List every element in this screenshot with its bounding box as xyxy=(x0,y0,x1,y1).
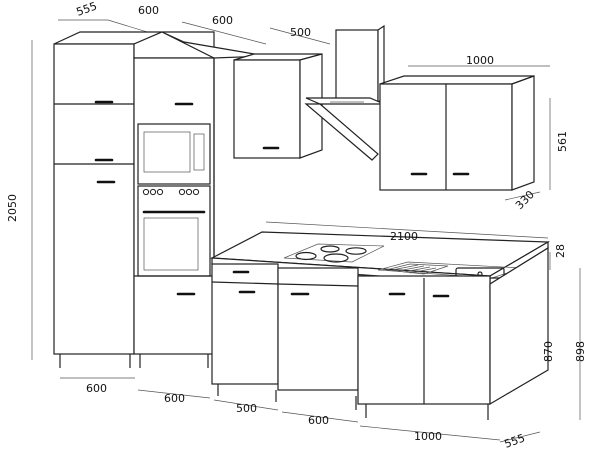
oven xyxy=(137,185,211,277)
dim-bottom-width-3: 500 xyxy=(236,402,257,415)
wall-cabinet-right xyxy=(379,75,535,191)
oven-knobs xyxy=(142,188,200,196)
dim-bottom-width-1: 600 xyxy=(86,382,107,395)
oven-tall-cabinet xyxy=(133,31,267,368)
dim-base-height: 870 xyxy=(542,341,555,362)
dim-wall-cabinet-width: 1000 xyxy=(466,54,494,67)
dim-bottom-width-5: 1000 xyxy=(414,430,442,443)
dim-counter-length: 2100 xyxy=(390,230,418,243)
dim-upper-tall-width: 600 xyxy=(138,4,159,17)
microwave xyxy=(137,123,211,185)
dim-wall-cabinet-depth: 330 xyxy=(513,188,537,212)
left-tall-cabinet xyxy=(53,31,163,368)
dim-wall-cabinet-height: 561 xyxy=(556,131,569,152)
dim-counter-height: 898 xyxy=(574,341,587,362)
dim-depth-top: 555 xyxy=(75,0,99,19)
bottom-dimension-lines xyxy=(60,377,541,443)
wall-cabinet-left xyxy=(233,53,323,159)
dim-bottom-width-2: 600 xyxy=(164,392,185,405)
dim-counter-thickness: 28 xyxy=(554,244,567,258)
dim-total-height: 2050 xyxy=(6,194,19,222)
dim-depth-bottom: 555 xyxy=(503,431,527,450)
base-cabinets xyxy=(211,246,549,420)
dim-bottom-width-4: 600 xyxy=(308,414,329,427)
dim-hood-width: 500 xyxy=(290,26,311,39)
sink xyxy=(377,261,523,279)
dim-oven-tall-width: 600 xyxy=(212,14,233,27)
cooktop xyxy=(283,243,385,263)
